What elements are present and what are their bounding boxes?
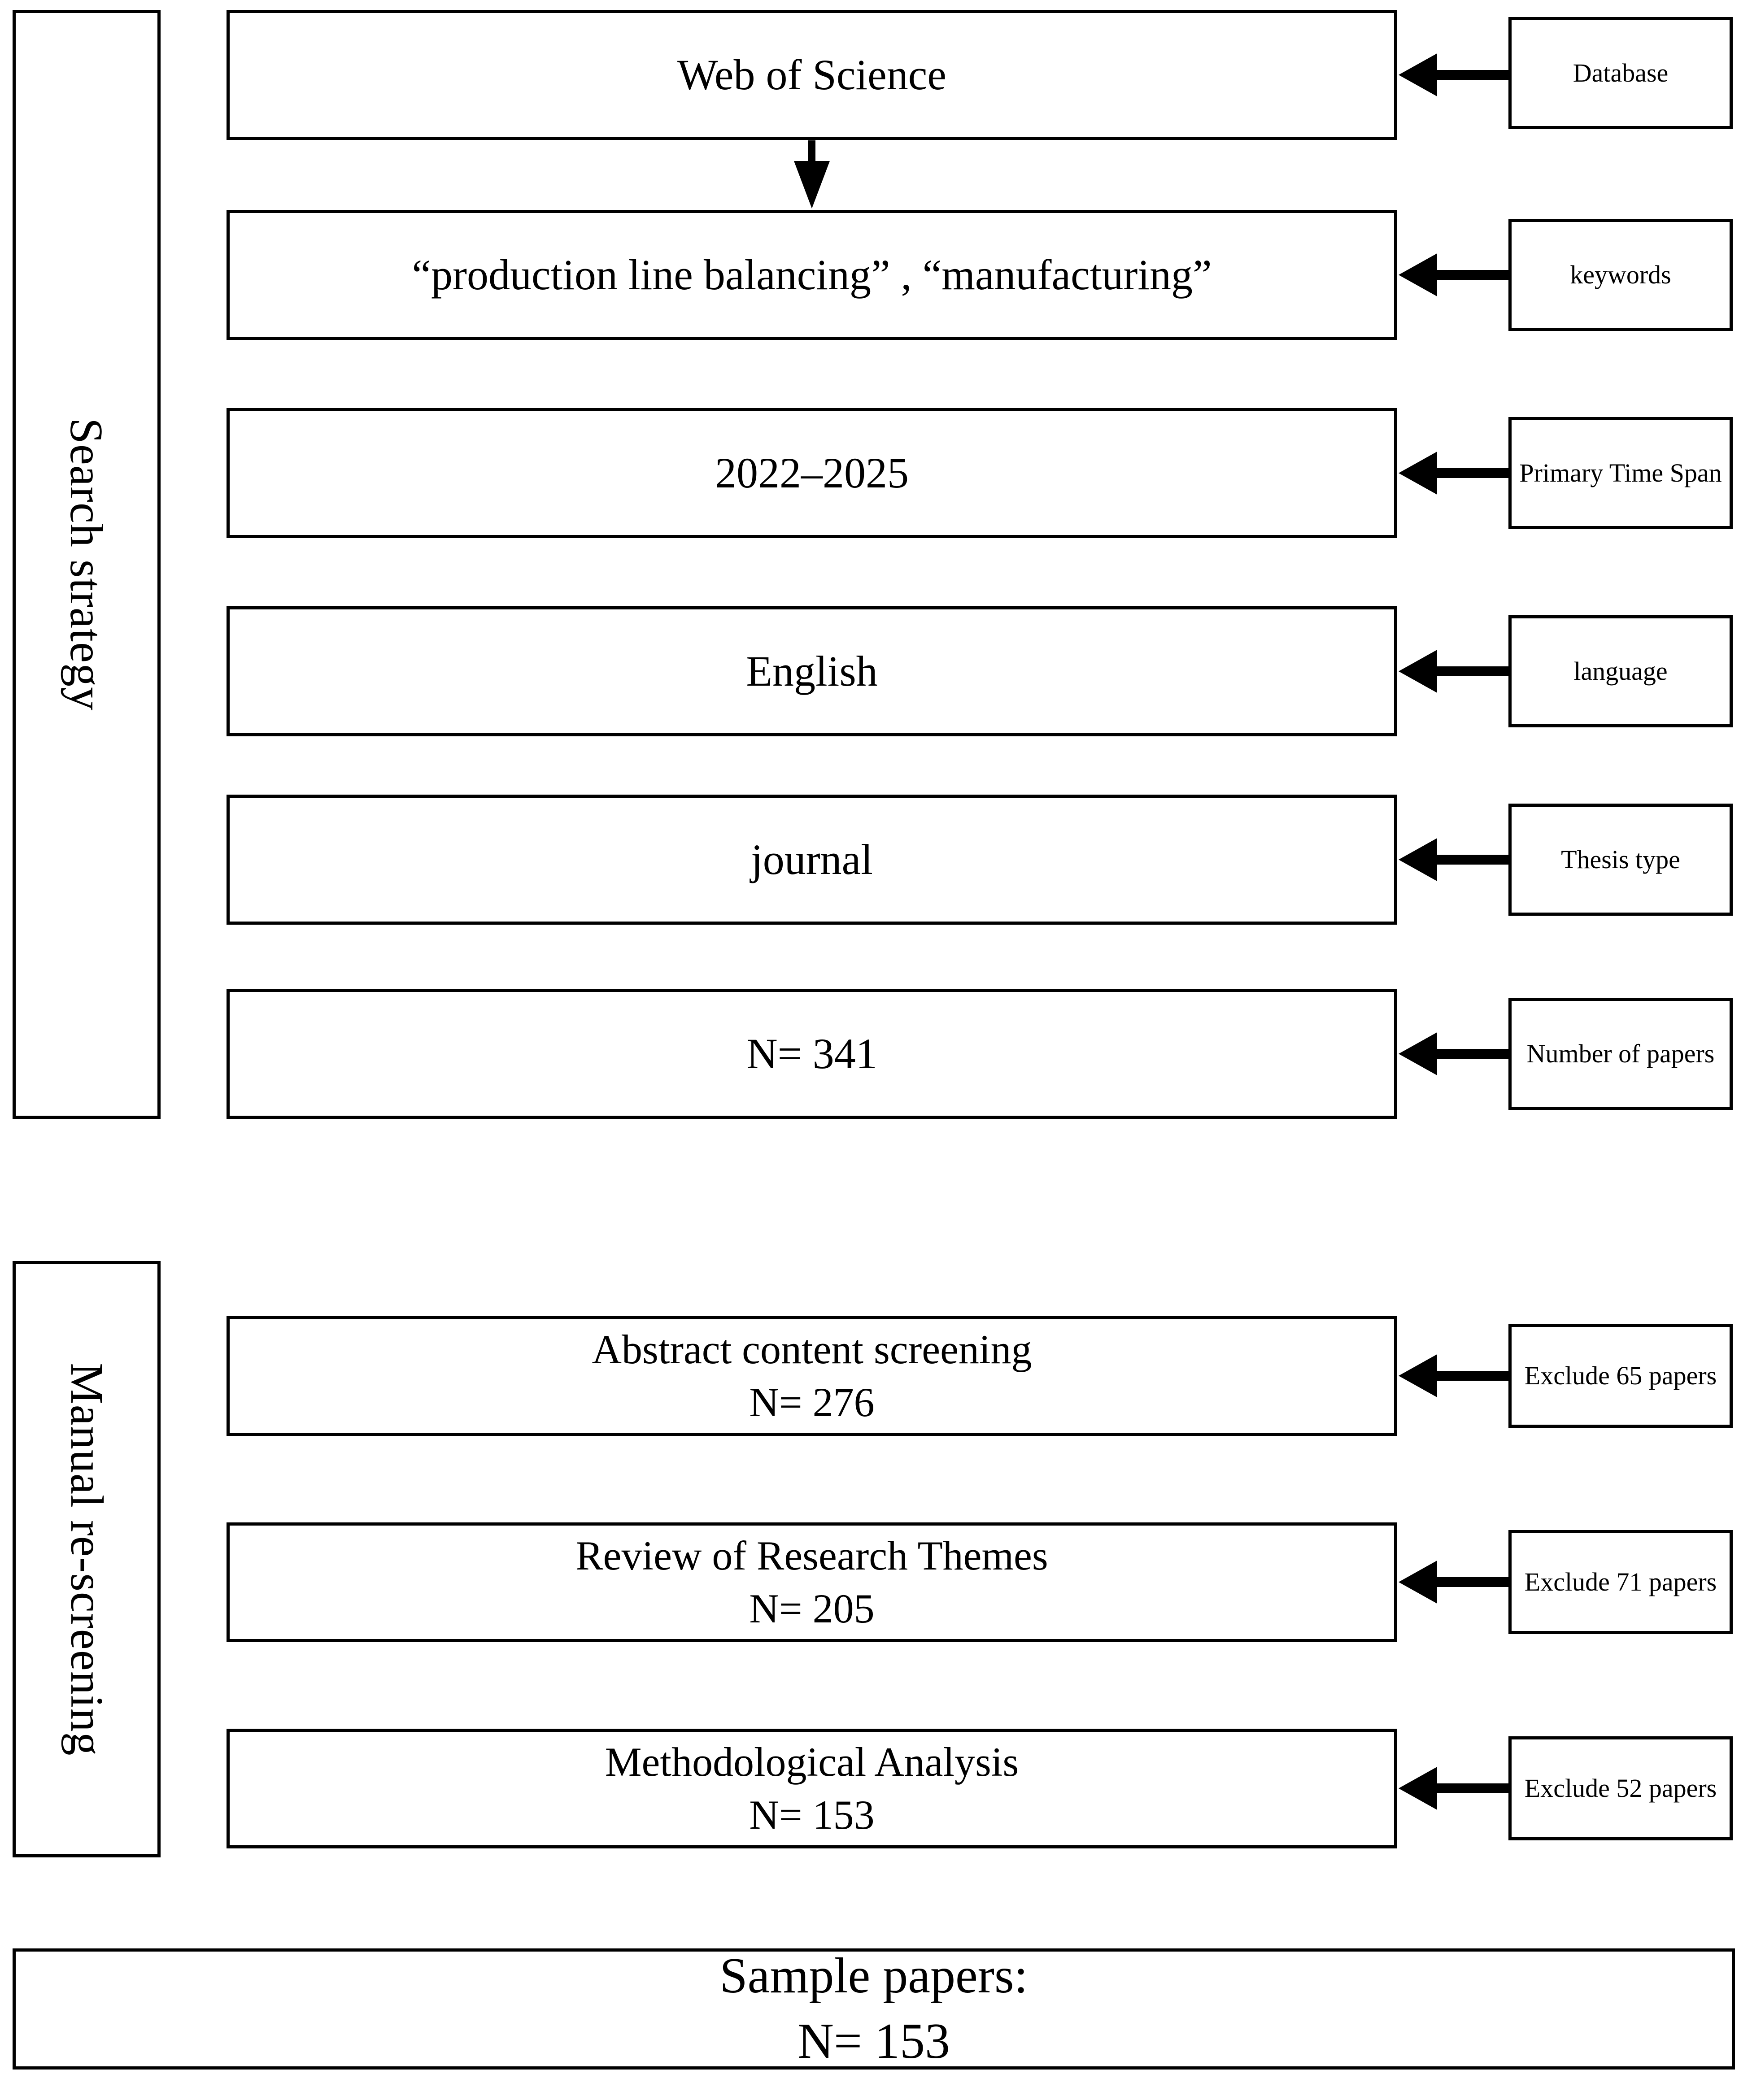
arrow-shaft — [1435, 1371, 1508, 1381]
arrow-head-left-icon — [1399, 1767, 1437, 1810]
note-label-language: language — [1573, 656, 1668, 686]
step-value-keywords: “production line balancing” , “manufactu… — [412, 250, 1212, 299]
step-value-time-span: 2022–2025 — [715, 448, 909, 497]
arrow-shaft — [1435, 1783, 1508, 1793]
arrow-head-left-icon — [1399, 838, 1437, 881]
exclusion-box-methodology: Exclude 52 papers — [1508, 1736, 1733, 1840]
exclusion-label-themes: Exclude 71 papers — [1524, 1567, 1717, 1596]
step-box-paper-count: N= 341 — [227, 989, 1397, 1119]
screening-box-themes: Review of Research Themes N= 205 — [227, 1522, 1397, 1642]
screening-count-methodology: N= 153 — [749, 1791, 875, 1838]
note-label-thesis-type: Thesis type — [1561, 844, 1680, 874]
arrow-shaft — [1435, 70, 1508, 80]
note-label-time-span: Primary Time Span — [1519, 458, 1722, 487]
step-box-database: Web of Science — [227, 10, 1397, 140]
screening-title-methodology: Methodological Analysis — [605, 1739, 1019, 1785]
step-box-language: English — [227, 606, 1397, 736]
section-label-search-strategy: Search strategy — [61, 417, 113, 711]
note-label-database: Database — [1573, 58, 1669, 87]
summary-title: Sample papers: — [719, 1948, 1028, 2004]
note-box-keywords: keywords — [1508, 219, 1733, 331]
summary-box-sample-papers: Sample papers: N= 153 — [13, 1948, 1735, 2070]
note-box-paper-count: Number of papers — [1508, 998, 1733, 1110]
note-label-keywords: keywords — [1570, 260, 1671, 289]
exclusion-box-themes: Exclude 71 papers — [1508, 1530, 1733, 1634]
step-value-database: Web of Science — [677, 50, 946, 99]
arrow-head-left-icon — [1399, 53, 1437, 96]
note-box-thesis-type: Thesis type — [1508, 804, 1733, 916]
note-box-language: language — [1508, 615, 1733, 727]
arrow-head-left-icon — [1399, 1354, 1437, 1397]
arrow-shaft — [1435, 270, 1508, 280]
screening-title-themes: Review of Research Themes — [575, 1532, 1048, 1578]
arrow-head-left-icon — [1399, 1032, 1437, 1075]
arrow-shaft — [1435, 468, 1508, 478]
screening-box-abstract: Abstract content screening N= 276 — [227, 1316, 1397, 1436]
note-label-paper-count: Number of papers — [1526, 1039, 1715, 1068]
arrow-head-left-icon — [1399, 452, 1437, 495]
section-label-manual-rescreening: Manual re-screening — [61, 1362, 113, 1756]
exclusion-label-abstract: Exclude 65 papers — [1524, 1361, 1717, 1390]
step-box-keywords: “production line balancing” , “manufactu… — [227, 210, 1397, 340]
step-box-thesis-type: journal — [227, 795, 1397, 925]
arrow-shaft — [808, 140, 815, 167]
arrow-head-left-icon — [1399, 253, 1437, 296]
arrow-shaft — [1435, 666, 1508, 676]
summary-count: N= 153 — [797, 2013, 950, 2069]
note-box-time-span: Primary Time Span — [1508, 417, 1733, 529]
step-value-thesis-type: journal — [751, 835, 873, 883]
arrow-shaft — [1435, 855, 1508, 865]
section-bracket-search-strategy: Search strategy — [13, 10, 161, 1119]
step-value-language: English — [746, 647, 878, 695]
screening-box-methodology: Methodological Analysis N= 153 — [227, 1729, 1397, 1848]
arrow-head-down-icon — [794, 161, 830, 209]
arrow-head-left-icon — [1399, 1561, 1437, 1604]
section-bracket-manual-rescreening: Manual re-screening — [13, 1261, 161, 1857]
arrow-shaft — [1435, 1049, 1508, 1059]
step-value-paper-count: N= 341 — [746, 1029, 877, 1078]
screening-count-abstract: N= 276 — [749, 1379, 875, 1425]
note-box-database: Database — [1508, 17, 1733, 129]
step-box-time-span: 2022–2025 — [227, 408, 1397, 538]
arrow-shaft — [1435, 1577, 1508, 1587]
screening-count-themes: N= 205 — [749, 1585, 875, 1631]
arrow-head-left-icon — [1399, 650, 1437, 693]
exclusion-box-abstract: Exclude 65 papers — [1508, 1324, 1733, 1428]
screening-title-abstract: Abstract content screening — [592, 1326, 1032, 1372]
exclusion-label-methodology: Exclude 52 papers — [1524, 1773, 1717, 1803]
